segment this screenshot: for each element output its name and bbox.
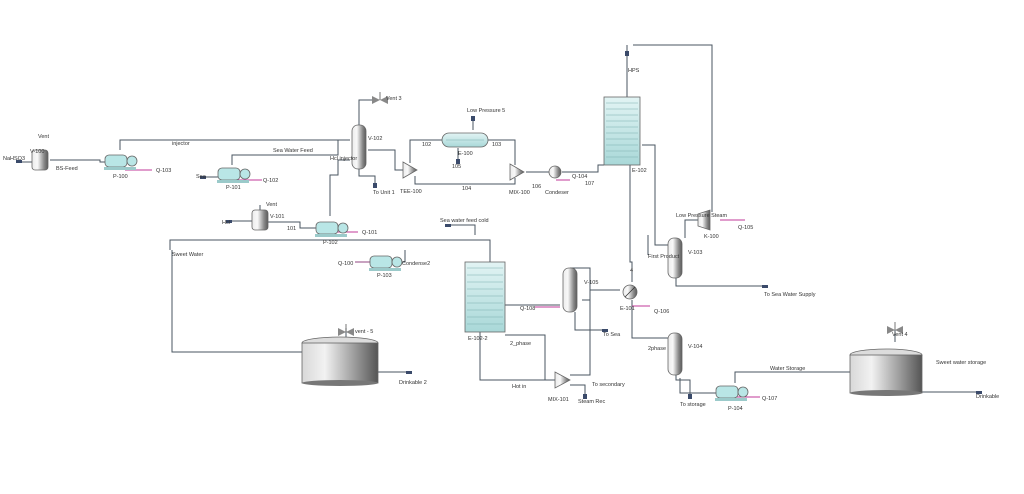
label-hot-in: Hot in — [512, 384, 526, 390]
label-q106: Q-106 — [654, 309, 669, 315]
label-4: 4 — [630, 268, 633, 274]
valve-icon[interactable] — [372, 92, 388, 104]
label-v103: V-103 — [688, 250, 702, 256]
label-v104: V-104 — [688, 344, 702, 350]
energy-streams — [125, 169, 760, 398]
label-106: 106 — [532, 184, 541, 190]
label-nahco3: NaHSO3 — [3, 156, 25, 162]
label-mix101: MIX-101 — [548, 397, 569, 403]
pump-p104[interactable] — [715, 385, 749, 401]
label-sea-water-feed: Sea Water Feed — [273, 148, 313, 154]
label-steam-rec: Steam Rec — [578, 399, 605, 405]
label-to-storage: To storage — [680, 402, 706, 408]
label-v101: V-101 — [270, 214, 284, 220]
tee-100[interactable] — [402, 161, 418, 179]
label-drinkable: Drinkable — [976, 394, 999, 400]
label-vent-5: vent - 5 — [355, 329, 373, 335]
label-vent-v100: Vent — [38, 134, 49, 140]
label-to-sea-water-supply: To Sea Water Supply — [764, 292, 816, 298]
exchanger-e1022[interactable] — [464, 261, 506, 333]
label-low-pressure-steam: Low Pressure Steam — [676, 213, 727, 219]
mixer-mix101[interactable] — [554, 371, 571, 389]
label-water-storage: Water Storage — [770, 366, 805, 372]
label-k100: K-100 — [704, 234, 719, 240]
label-v100: V-100 — [30, 149, 44, 155]
label-q103: Q-103 — [156, 168, 171, 174]
labels: NaHSO3 Vent V-100 BS-Feed P-100 Q-103 in… — [3, 68, 999, 412]
label-103: 103 — [492, 142, 501, 148]
label-p103: P-103 — [377, 273, 392, 279]
storage-tank-small[interactable] — [301, 336, 379, 386]
pump-p103[interactable] — [369, 255, 403, 271]
vessel-v102[interactable] — [351, 124, 367, 170]
label-hcl: Hcl — [222, 220, 230, 226]
vessel-v103[interactable] — [667, 237, 683, 279]
label-2phase-b: 2phase — [648, 346, 666, 352]
label-drinkable-2: Drinkable 2 — [399, 380, 427, 386]
label-to-unit-1: To Unit 1 — [373, 190, 395, 196]
compressor-k100[interactable] — [697, 209, 711, 231]
label-p100: P-100 — [113, 174, 128, 180]
label-105: 105 — [452, 164, 461, 170]
label-107: 107 — [585, 181, 594, 187]
label-q105: Q-105 — [738, 225, 753, 231]
heater-e101[interactable] — [622, 284, 638, 300]
label-injector: injector — [172, 141, 190, 147]
label-hcl-injector: Hcl injector — [330, 156, 357, 162]
label-v102: V-102 — [368, 136, 382, 142]
label-q101: Q-101 — [362, 230, 377, 236]
label-p102: P-102 — [323, 240, 338, 246]
label-bs-feed: BS-Feed — [56, 166, 78, 172]
label-q108: Q-108 — [520, 306, 535, 312]
label-tee100: TEE-100 — [400, 189, 422, 195]
label-q104: Q-104 — [572, 174, 587, 180]
label-q107: Q-107 — [762, 396, 777, 402]
label-102: 102 — [422, 142, 431, 148]
label-sweet-water: Sweet Water — [172, 252, 203, 258]
label-mix100: MIX-100 — [509, 190, 530, 196]
label-v105: V-105 — [584, 280, 598, 286]
label-sea: Sea — [196, 174, 207, 180]
vessel-v100[interactable] — [31, 149, 49, 171]
label-101: 101 — [287, 226, 296, 232]
valve-icon[interactable] — [887, 322, 903, 334]
valve-icon[interactable] — [338, 324, 354, 336]
label-p101: P-101 — [226, 185, 241, 191]
label-q102: Q-102 — [263, 178, 278, 184]
label-vent-4: Vent 4 — [892, 332, 908, 338]
label-to-secondary: To secondary — [592, 382, 625, 388]
label-low-pressure-5: Low Pressure 5 — [467, 108, 505, 114]
stream-stubs — [16, 51, 982, 399]
label-first-product: First Product — [648, 254, 680, 260]
vessel-v105[interactable] — [562, 267, 578, 313]
label-to-sea: To Sea — [603, 332, 621, 338]
pump-p101[interactable] — [217, 167, 251, 183]
label-2-phase-a: 2_phase — [510, 341, 531, 347]
material-streams — [20, 44, 978, 395]
exchanger-e102[interactable] — [603, 96, 641, 166]
mixer-mix100[interactable] — [509, 163, 525, 181]
label-104: 104 — [462, 186, 471, 192]
pump-p102[interactable] — [315, 221, 349, 237]
label-condeser: Condeser — [545, 190, 569, 196]
vessel-v104[interactable] — [667, 332, 683, 376]
label-e102: E-102 — [632, 168, 647, 174]
label-vent-v101: Vent — [266, 202, 277, 208]
label-sea-water-feed-cold: Sea water feed cold — [440, 218, 489, 224]
storage-tank-large[interactable] — [849, 348, 923, 396]
label-e101: E-101 — [620, 306, 635, 312]
cooler-condeser[interactable] — [548, 165, 562, 179]
label-q100: Q-100 — [338, 261, 353, 267]
label-sweet-water-storage: Sweet water storage — [936, 360, 986, 366]
vessel-v101[interactable] — [251, 209, 269, 231]
label-e100: E-100 — [458, 151, 473, 157]
pump-p100[interactable] — [104, 154, 138, 170]
label-vent-3: Vent 3 — [386, 96, 402, 102]
label-p104: P-104 — [728, 406, 743, 412]
label-hps: HPS — [628, 68, 640, 74]
label-condense2: Condense2 — [402, 261, 430, 267]
label-e1022: E-102-2 — [468, 336, 488, 342]
exchanger-e100[interactable] — [441, 132, 489, 148]
